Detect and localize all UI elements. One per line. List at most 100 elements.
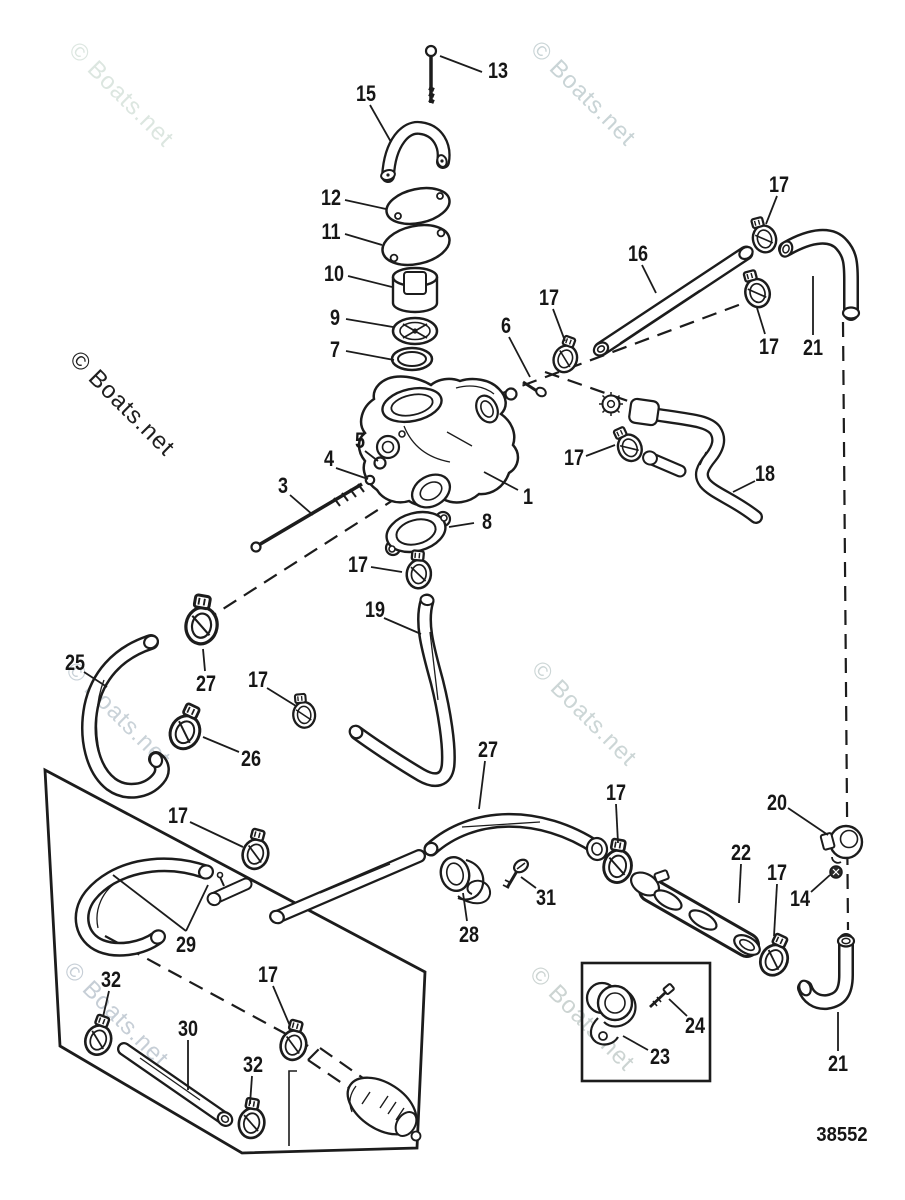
callout-leader-10 [347, 275, 393, 288]
callout-leader-20 [787, 807, 829, 836]
inset-box-small [580, 961, 712, 1083]
callout-label-17: 17 [606, 781, 626, 805]
callout-leader-17 [615, 803, 619, 844]
callout-leader-6 [508, 336, 531, 378]
callout-leader-32 [102, 990, 110, 1018]
hose-clamp-32 [235, 1095, 270, 1142]
watermark-0: © Boats.net [63, 37, 179, 153]
hose-clamp-17 [276, 1017, 314, 1065]
callout-leader-16 [641, 264, 657, 294]
callout-label-21: 21 [828, 1052, 848, 1076]
thermostat-housing-1 [357, 375, 520, 509]
callout-label-20: 20 [767, 791, 787, 815]
callout-leader-9 [345, 318, 394, 328]
ring-clamp-20 [819, 824, 864, 864]
callout-label-16: 16 [628, 242, 648, 266]
callout-label-11: 11 [321, 220, 340, 244]
callout-label-30: 30 [178, 1017, 198, 1041]
callout-leader-17 [189, 821, 244, 848]
callout-label-17: 17 [767, 861, 787, 885]
callout-label-17: 17 [769, 173, 789, 197]
callout-label-32: 32 [243, 1053, 263, 1077]
diagram-number: 38552 [816, 1124, 867, 1146]
hose-21-upper [778, 237, 861, 319]
hose-clamp-17 [754, 930, 799, 982]
callout-label-17: 17 [248, 668, 268, 692]
callout-label-27: 27 [478, 738, 498, 762]
screw-31 [502, 858, 530, 889]
callout-label-24: 24 [685, 1014, 706, 1038]
hose-clamp-17 [404, 548, 435, 591]
watermark-4: © Boats.net [526, 656, 642, 772]
callout-label-31: 31 [536, 886, 556, 910]
callout-label-17: 17 [539, 286, 559, 310]
thermostat-sleeve-10 [391, 266, 439, 314]
bolt-24 [649, 983, 675, 1009]
hose-21-lower [797, 936, 856, 1003]
hose-25 [89, 634, 163, 791]
callout-label-3: 3 [278, 474, 288, 498]
callout-leader-29 [112, 874, 187, 932]
callout-label-10: 10 [324, 262, 344, 286]
callout-leader-29 [185, 884, 209, 932]
callout-leader-26 [202, 736, 240, 753]
bolt-13 [424, 44, 438, 104]
callout-leader-24 [668, 998, 688, 1017]
watermark-2: © Boats.net [64, 346, 180, 462]
callout-leader-7 [345, 350, 395, 361]
callout-label-25: 25 [65, 651, 85, 675]
hose-clamp-27 [181, 592, 224, 648]
callout-leader-11 [344, 233, 383, 246]
callout-label-5: 5 [355, 429, 365, 453]
hose-clamp-17 [608, 421, 648, 467]
callout-label-17: 17 [564, 446, 584, 470]
inline-elbow-hose [82, 863, 215, 949]
callout-label-17: 17 [348, 553, 368, 577]
watermark-1: © Boats.net [525, 36, 641, 152]
callout-leader-5 [364, 450, 379, 462]
callout-leader-27 [202, 648, 206, 672]
thermostat-9 [391, 316, 439, 346]
callout-label-17: 17 [759, 335, 779, 359]
callout-label-17: 17 [168, 804, 188, 828]
ball-4 [364, 474, 376, 486]
callout-leader-25 [83, 671, 108, 688]
callout-label-17: 17 [258, 963, 278, 987]
hose-19 [348, 594, 448, 780]
callout-label-21: 21 [803, 336, 823, 360]
callout-label-6: 6 [501, 314, 511, 338]
gasket-8 [384, 510, 452, 557]
callout-label-15: 15 [356, 82, 376, 106]
callout-leader-17 [552, 308, 566, 342]
fitting-29 [206, 871, 246, 907]
hose-clamp-26 [163, 699, 212, 756]
gear-fitting [599, 392, 623, 416]
hose-clamp-17 [548, 333, 585, 377]
callout-label-4: 4 [324, 447, 335, 471]
callout-label-32: 32 [101, 968, 121, 992]
nut-14 [829, 865, 843, 879]
callout-label-29: 29 [176, 933, 196, 957]
callout-label-22: 22 [731, 841, 751, 865]
callout-leader-23 [622, 1035, 649, 1051]
callout-leader-17 [585, 444, 616, 457]
callout-leader-19 [383, 617, 422, 635]
callout-leader-17 [370, 566, 403, 573]
bracket-28 [439, 855, 492, 905]
callout-leader-32 [249, 1075, 253, 1105]
bracket-23 [585, 981, 637, 1046]
callout-leader-31 [520, 876, 537, 889]
callout-leader-13 [439, 55, 483, 73]
cover-plate-12 [385, 186, 451, 226]
callout-leader-17 [765, 195, 778, 225]
water-pump [288, 1070, 422, 1146]
hose-clamp-17 [290, 691, 318, 730]
callout-leader-17 [756, 307, 766, 335]
hose-clamp-17 [238, 826, 276, 874]
hose-16 [592, 245, 754, 357]
callout-leader-17 [773, 883, 778, 937]
callout-leader-3 [289, 494, 314, 516]
